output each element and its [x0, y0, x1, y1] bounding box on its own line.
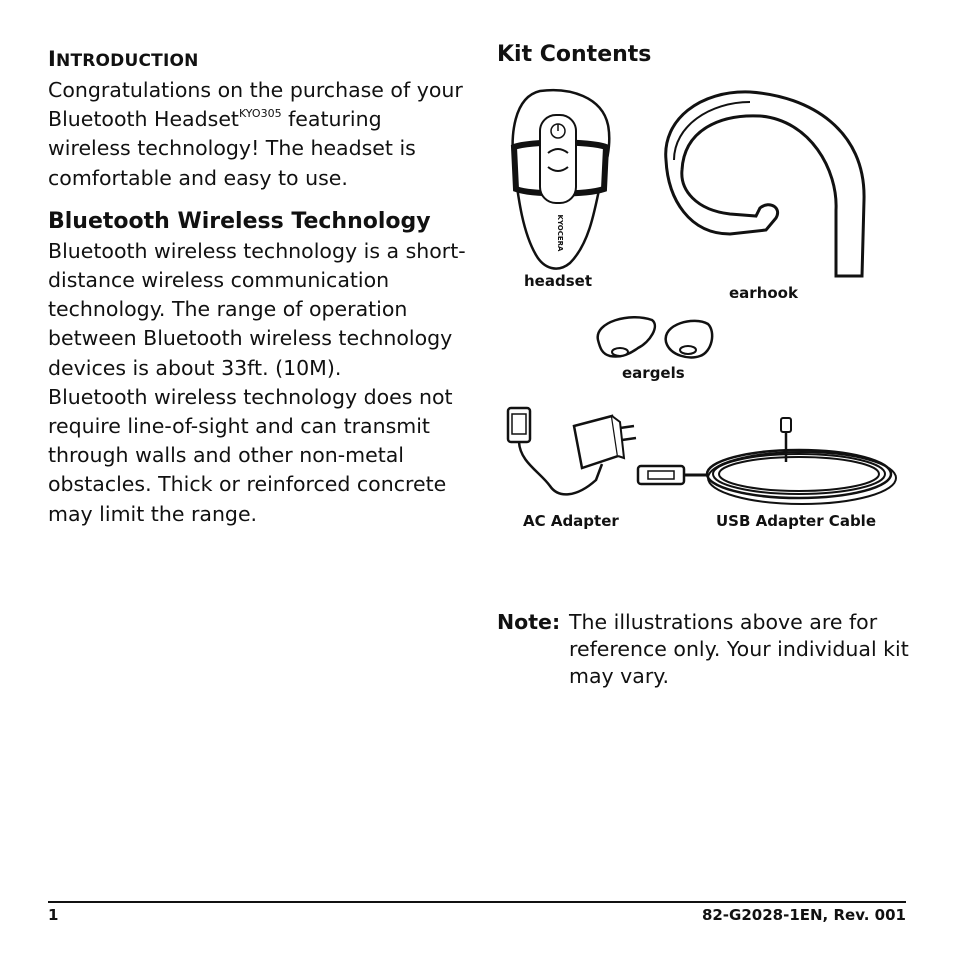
headset-illustration: KYOCERA	[510, 88, 611, 270]
usb-cable-illustration	[636, 417, 897, 505]
ac-adapter-illustration	[506, 406, 637, 496]
headset-label: headset	[524, 272, 592, 290]
footer-rule	[48, 901, 906, 903]
note-text: The illustrations above are for referenc…	[569, 610, 909, 688]
eargels-illustration	[596, 315, 714, 359]
model-superscript: KYO305	[238, 107, 282, 121]
note-label: Note:	[497, 610, 561, 634]
earhook-label: earhook	[729, 284, 798, 302]
left-column: INTRODUCTION Congratulations on the purc…	[48, 44, 468, 529]
eargels-label: eargels	[622, 364, 685, 382]
kit-contents-heading: Kit Contents	[497, 42, 652, 67]
headset-logo-text: KYOCERA	[556, 215, 564, 253]
page-number: 1	[48, 906, 59, 924]
intro-paragraph: Congratulations on the purchase of your …	[48, 78, 463, 190]
bluetooth-paragraph-1: Bluetooth wireless technology is a short…	[48, 238, 466, 380]
intro-heading: INTRODUCTION	[48, 47, 199, 71]
earhook-illustration	[664, 90, 866, 278]
ac-adapter-label: AC Adapter	[523, 512, 619, 530]
right-column: Kit Contents	[497, 40, 917, 70]
document-id: 82-G2028-1EN, Rev. 001	[701, 906, 906, 924]
bluetooth-paragraph-2: Bluetooth wireless technology does not r…	[48, 384, 453, 526]
usb-cable-label: USB Adapter Cable	[716, 512, 876, 530]
bluetooth-heading: Bluetooth Wireless Technology	[48, 208, 431, 234]
